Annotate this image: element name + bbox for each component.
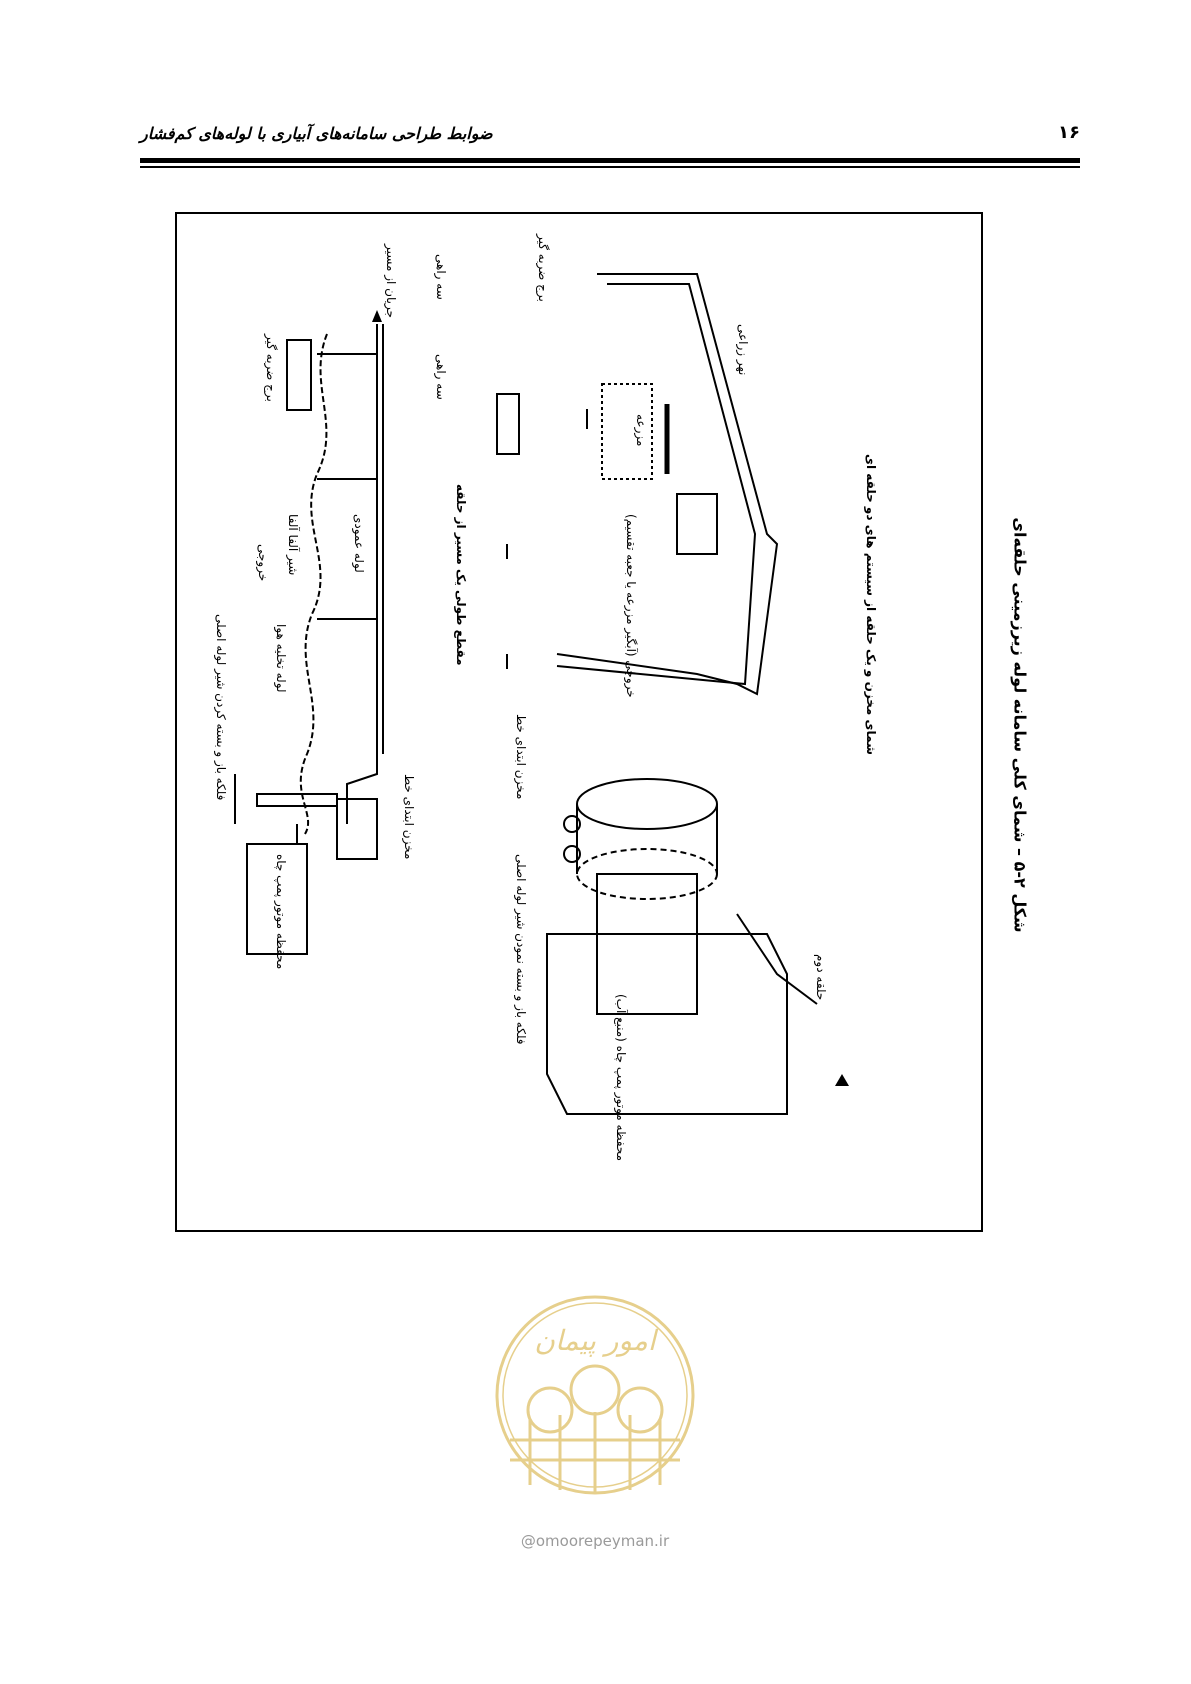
pipe-to-tank xyxy=(346,754,378,824)
running-header-title: ضوابط طراحی سامانه‌های آبیاری با لوله‌ها… xyxy=(140,124,493,143)
start-tank-body xyxy=(596,873,698,1015)
ground-line xyxy=(299,333,328,835)
label-main-valve-wheel: فلکه باز و بسته نمودن شیر لوله اصلی xyxy=(513,854,528,1045)
irrigation-diagram: جریان از مسیر سه راهی سه راهی برج ضربه گ… xyxy=(213,233,878,1161)
label-outlets: خروجی xyxy=(255,544,270,581)
label-surge-tower-bottom: برج ضربه گیر xyxy=(535,233,550,302)
tank-top-slab xyxy=(256,793,338,807)
label-outlet-box: خروجی (آبگیر مزرعه یا جعبه تقسیم) xyxy=(623,514,639,698)
label-flow-from-path: جریان از مسیر xyxy=(383,243,398,318)
outlet-box xyxy=(676,493,718,555)
start-tank-top xyxy=(576,778,718,830)
header-rule-thin xyxy=(140,166,1080,168)
label-second-loop: حلقه دوم xyxy=(813,954,828,1000)
label-alfalfa-valve: شیر آلفا آلفا xyxy=(285,514,301,575)
label-farm-stream: نهر زراعی xyxy=(735,324,750,375)
label-farm-plot: مزرعه xyxy=(633,414,648,446)
loop-pipe-inner xyxy=(556,283,757,686)
surge-tower-large xyxy=(496,393,520,455)
label-riser-pipe: لوله عمودی xyxy=(351,514,366,573)
surge-tower-small xyxy=(286,339,312,411)
label-main-valve-open-close: فلکه باز و بسته کردن شیر لوله اصلی xyxy=(213,614,228,800)
loop-overview xyxy=(496,273,818,1115)
label-start-tank-small: مخزن ابتدای خط xyxy=(401,774,416,859)
logo-text: امور پیمان xyxy=(534,1324,658,1357)
pump-enclosure-small xyxy=(246,843,308,955)
label-air-release-pipe: لوله تخلیه هوا xyxy=(273,624,288,693)
page-number: ۱۶ xyxy=(1058,122,1080,143)
second-loop-pipe xyxy=(736,913,818,1005)
label-tee-1: سه راهی xyxy=(433,254,448,300)
pump-enclosure-box xyxy=(546,933,788,1115)
label-start-tank: مخزن ابتدای خط xyxy=(513,714,528,799)
figure-frame: جریان از مسیر سه راهی سه راهی برج ضربه گ… xyxy=(175,212,983,1232)
label-pump-enclosure: محفظه موتور پمپ چاه (منبع آب) xyxy=(613,994,629,1161)
section-title-overview: شمای مخزن و یک حلقه از سیستم های دو حلقه… xyxy=(863,454,878,755)
logo-seal-icon: امور پیمان xyxy=(495,1295,695,1495)
valve-wheel-2 xyxy=(563,845,581,863)
flow-arrow-icon xyxy=(372,310,382,322)
label-pump-enclosure-small: محفظه موتور پمپ چاه xyxy=(273,854,288,969)
header-rule-thick xyxy=(140,158,1080,163)
label-tee-2: سه راهی xyxy=(433,354,448,400)
watermark-logo: امور پیمان xyxy=(490,1290,700,1500)
website-watermark: @omoorepeyman.ir xyxy=(520,1532,670,1550)
start-tank-small xyxy=(336,798,378,860)
label-surge-tower-top: برج ضربه گیر xyxy=(263,333,278,402)
valve-wheel-1 xyxy=(563,815,581,833)
second-loop-arrow-icon xyxy=(835,1074,849,1086)
longitudinal-section xyxy=(234,324,384,955)
figure-caption: شکل ۲-۵ – شمای کلی سامانه لوله زیرزمینی … xyxy=(1010,517,1030,933)
loop-pipe-outer xyxy=(556,273,779,696)
section-title-long: مقطع طولی یک مسیر از حلقه xyxy=(453,484,468,666)
farm-plot xyxy=(601,383,653,480)
